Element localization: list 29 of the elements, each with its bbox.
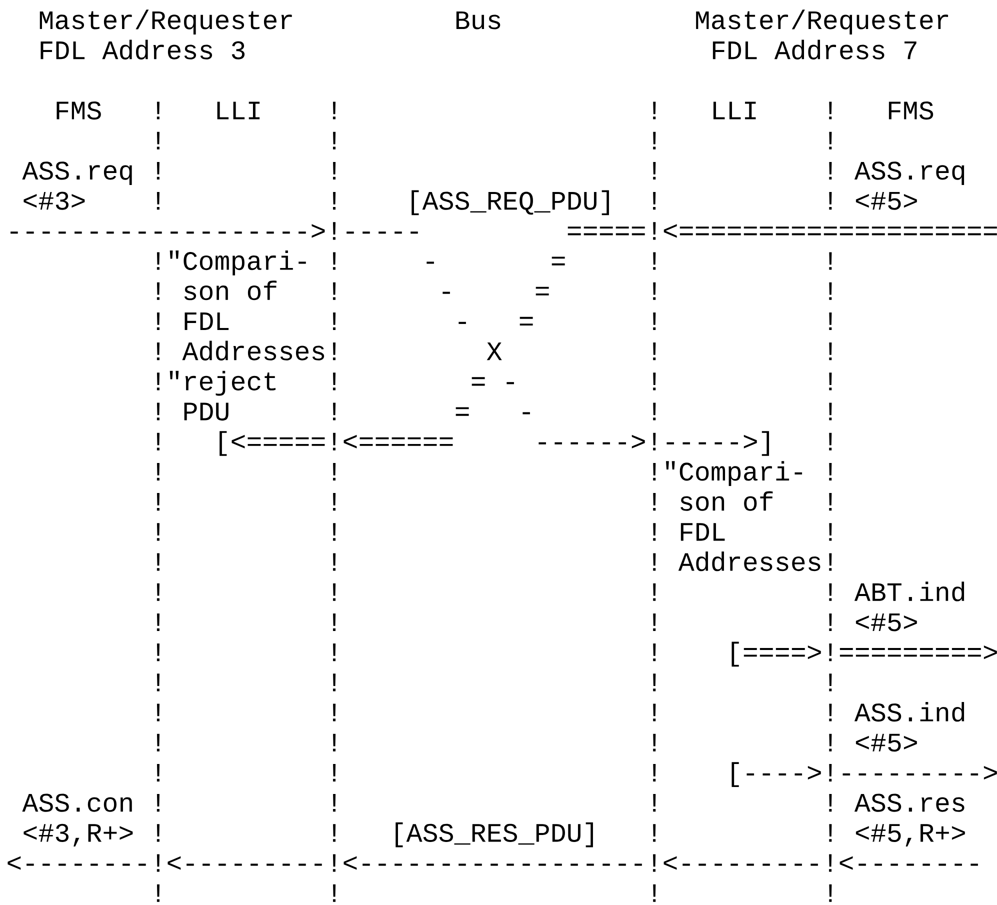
ascii-art-line: ASS.con ! ! ! ! ASS.res	[22, 794, 964, 812]
ascii-art-line: ! Addresses! X ! !	[156, 340, 832, 360]
ascii-art-line: Master/Requester Bus Master/Requester	[40, 10, 948, 35]
ascii-art-line: ! son of ! - = ! !	[156, 280, 832, 300]
ascii-art-line: ! PDU ! = - ! !	[156, 402, 832, 421]
ascii-art-line: ! ! ! son of !	[156, 491, 832, 511]
ascii-art-line: ! ! ! FDL !	[156, 523, 832, 541]
ascii-art-line: ! ! ! ! <#5>	[156, 613, 917, 632]
ascii-art-line: ! FDL ! - = ! !	[156, 312, 832, 330]
ascii-art-line: ! ! !"Compari- !	[156, 461, 832, 486]
ascii-art-line: ! ! ! ! <#5>	[156, 734, 917, 752]
ascii-art-line: ! ! ! !	[156, 674, 832, 692]
ascii-art-line: ! ! ! Addresses!	[156, 551, 832, 572]
ascii-art-line: ! ! ! [====>!=========>	[156, 642, 997, 667]
ascii-art-line: !"Compari- ! - = ! !	[156, 250, 832, 276]
ascii-art-line: ------------------->!----- =====!<====================	[10, 222, 997, 240]
ascii-art-line: ! ! ! !	[156, 884, 832, 902]
ascii-art-line: ! ! ! [---->!--------->	[156, 762, 997, 788]
ascii-art-line: FMS ! LLI ! ! LLI ! FMS	[56, 101, 934, 120]
ascii-art-line: FDL Address 3 FDL Address 7	[40, 40, 916, 60]
ascii-art-line: <#3> ! ! [ASS_REQ_PDU] ! ! <#5>	[24, 190, 917, 216]
ascii-art-line: !"reject ! = - ! !	[156, 370, 832, 396]
ascii-art-line: ! ! ! !	[156, 132, 832, 150]
ascii-art-line: ! ! ! ! ABT.ind	[156, 582, 964, 602]
ascii-art-line: ! ! ! ! ASS.ind	[156, 702, 964, 722]
ascii-art-line: ASS.req ! ! ! ! ASS.req	[22, 162, 964, 186]
ascii-art-line: <#3,R+> ! ! [ASS_RES_PDU] ! ! <#5,R+>	[24, 822, 965, 848]
ascii-art-line: ! [<=====!<====== ------>!----->] !	[156, 431, 832, 456]
ascii-art-line: <--------!<---------!<------------------!<---------!<--------	[8, 854, 978, 872]
